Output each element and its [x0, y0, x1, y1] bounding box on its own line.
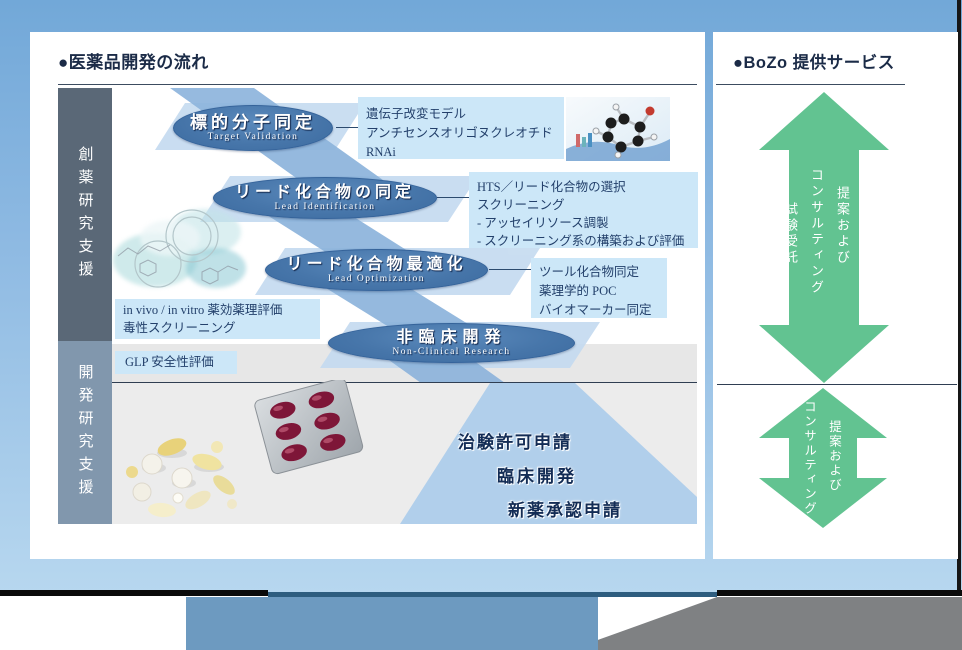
connector-lead-identification — [437, 197, 469, 198]
flow-section-divider — [112, 382, 697, 383]
arrow-label: 提案および — [827, 420, 841, 493]
note-line: - スクリーニング系の構築および評価 — [477, 234, 685, 248]
note-line: スクリーニング — [477, 198, 565, 212]
note-line: in vivo / in vitro 薬効薬理評価 — [123, 303, 283, 317]
stage-ja-label: 標的分子同定 — [190, 112, 316, 132]
bottom-gray-block — [598, 597, 962, 650]
petri-dish-illustration — [113, 209, 246, 288]
stage-ja-label: 非臨床開発 — [396, 329, 507, 347]
bottom-blue-block — [186, 597, 598, 650]
bottom-black-line-right — [717, 590, 962, 596]
note-line: 遺伝子改変モデル — [366, 107, 467, 121]
note-line: RNAi — [366, 145, 396, 159]
note-box-pharmacology: in vivo / in vitro 薬効薬理評価 毒性スクリーニング — [115, 299, 320, 339]
stage-ja-label: リード化合物の同定 — [234, 184, 415, 202]
stage-en-label: Lead Identification — [274, 201, 376, 212]
note-line: GLP 安全性評価 — [125, 355, 214, 369]
clinical-step-clinical-development: 臨床開発 — [497, 467, 577, 486]
note-box-glp: GLP 安全性評価 — [115, 351, 237, 374]
capsule-highlights — [273, 395, 334, 454]
sidebar-discovery-support: 創薬研究支援 — [58, 88, 112, 341]
arrow-label: コンサルティング — [809, 168, 824, 296]
stage-ellipse-nonclinical: 非臨床開発 Non-Clinical Research — [328, 323, 575, 363]
flow-panel-title: ●医薬品開発の流れ — [58, 53, 209, 72]
petri-rings — [134, 209, 219, 288]
petri-dish-photo — [110, 198, 250, 292]
connector-lead-optimization — [489, 269, 531, 270]
services-section-divider — [717, 384, 957, 385]
blister-pack-photo — [250, 380, 368, 475]
arrow-label: コンサルティング — [802, 400, 816, 516]
discovery-arrow-labels: 提案および コンサルティング 試験受託 — [777, 166, 855, 396]
molecule-photo — [566, 97, 670, 161]
clinical-step-nda: 新薬承認申請 — [508, 501, 622, 520]
petri-blobs — [113, 209, 246, 288]
stage-ellipse-lead-identification: リード化合物の同定 Lead Identification — [213, 177, 437, 219]
stage-en-label: Target Validation — [207, 132, 299, 143]
note-line: 薬理学的 POC — [539, 284, 617, 298]
right-edge-shadow-line — [957, 0, 961, 592]
sidebar-development-support: 開発研究支援 — [58, 341, 112, 524]
capsules — [270, 391, 346, 462]
note-line: ツール化合物同定 — [539, 265, 640, 279]
chem-structure-lines — [117, 244, 239, 285]
molecule-illustration — [566, 97, 670, 161]
development-arrow-labels: 提案および コンサルティング — [796, 398, 846, 526]
blister-pack-illustration — [254, 380, 364, 475]
flow-title-underline — [58, 84, 697, 85]
stage-ellipse-lead-optimization: リード化合物最適化 Lead Optimization — [265, 249, 488, 291]
stage-en-label: Non-Clinical Research — [392, 346, 511, 357]
molecule-atoms — [592, 103, 658, 159]
bottom-black-line-left — [0, 590, 268, 596]
pills-illustration — [126, 438, 237, 518]
services-panel-title: ●BoZo 提供サービス — [733, 54, 895, 72]
note-line: - アッセイリソース調製 — [477, 216, 609, 230]
note-line: バイオマーカー同定 — [539, 303, 652, 317]
note-line: アンチセンスオリゴヌクレオチド — [366, 126, 553, 140]
services-title-underline — [716, 84, 905, 85]
blister-group — [254, 380, 364, 475]
note-box-lead-identification: HTS／リード化合物の選択 スクリーニング - アッセイリソース調製 - スクリ… — [469, 172, 698, 248]
sidebar-discovery-label: 創薬研究支援 — [76, 145, 93, 284]
connector-target-validation — [336, 127, 358, 128]
bottom-teal-line — [268, 592, 717, 597]
stage-ja-label: リード化合物最適化 — [286, 256, 467, 274]
pills-photo — [112, 392, 267, 524]
sidebar-development-label: 開発研究支援 — [76, 363, 93, 502]
note-line: 毒性スクリーニング — [123, 321, 236, 335]
lab-items — [576, 133, 592, 147]
pills — [126, 438, 237, 518]
clinical-step-ind: 治験許可申請 — [458, 433, 572, 452]
stage-ellipse-target-validation: 標的分子同定 Target Validation — [173, 105, 333, 151]
arrow-label: 試験受託 — [783, 202, 798, 266]
note-line: HTS／リード化合物の選択 — [477, 180, 626, 194]
note-box-target-validation: 遺伝子改変モデル アンチセンスオリゴヌクレオチド RNAi — [358, 97, 564, 159]
arrow-label: 提案および — [835, 186, 850, 266]
note-box-lead-optimization: ツール化合物同定 薬理学的 POC バイオマーカー同定 — [531, 258, 667, 318]
stage-en-label: Lead Optimization — [328, 273, 425, 284]
